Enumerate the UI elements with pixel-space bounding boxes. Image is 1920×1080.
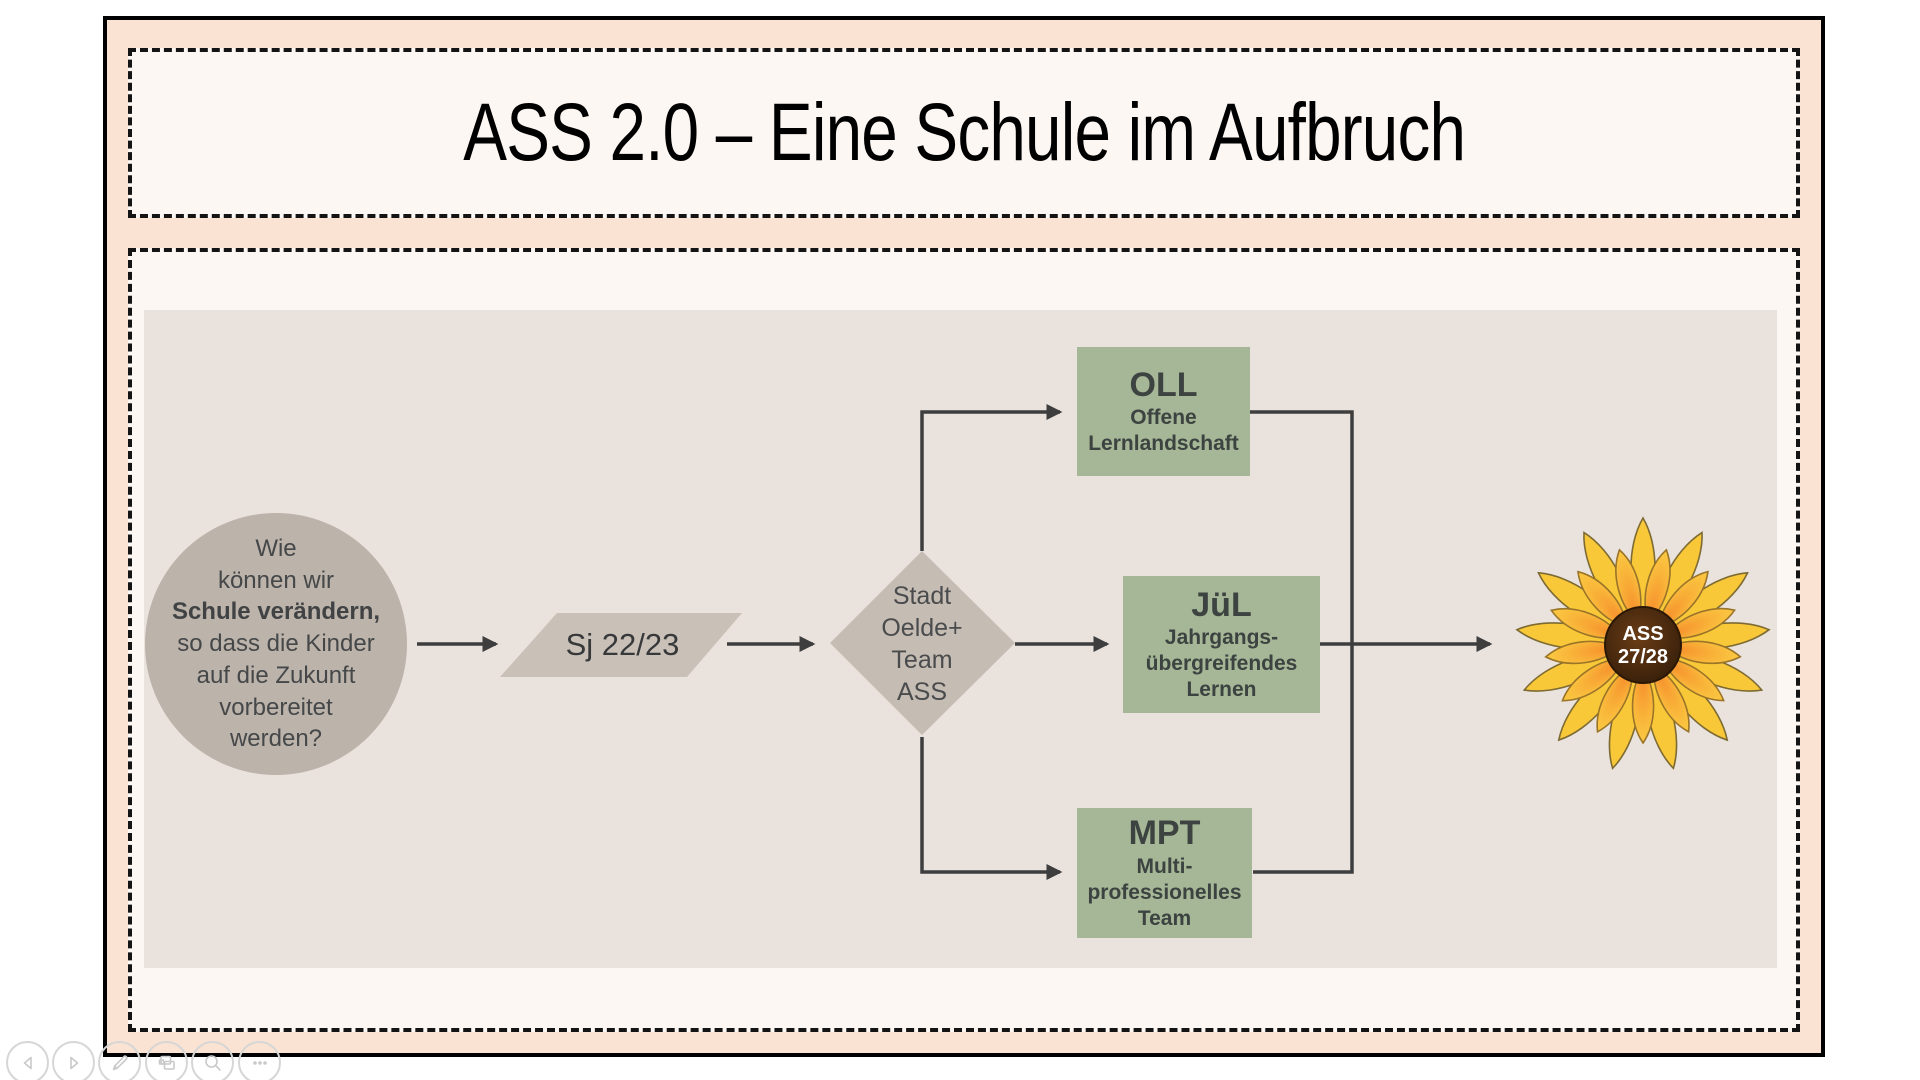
previous-icon xyxy=(23,1056,32,1069)
sunflower-petal xyxy=(1615,548,1642,624)
sunflower-petal xyxy=(1561,657,1625,702)
oll-line: Lernlandschaft xyxy=(1088,432,1239,456)
milestone-parallelogram xyxy=(500,613,742,677)
sunflower-petal xyxy=(1664,607,1736,639)
question-line: Wie xyxy=(255,535,297,563)
question-line: vorbereitet xyxy=(219,693,333,721)
decision-line: Stadt xyxy=(892,582,952,610)
more-options-button[interactable] xyxy=(238,1041,281,1080)
milestone-label: Sj 22/23 xyxy=(565,627,680,662)
ellipsis-icon xyxy=(252,1060,267,1065)
mpt-line: professionelles xyxy=(1087,880,1242,904)
connector-decision-to-mpt xyxy=(920,737,1063,881)
sunflower-petal xyxy=(1544,640,1621,665)
sunflower-petal xyxy=(1596,665,1634,734)
jul-box: JüL Jahrgangs- übergreifendes Lernen xyxy=(1123,576,1320,713)
jul-line: Lernen xyxy=(1186,678,1257,702)
mpt-sub: Multi- professionelles Team xyxy=(1077,854,1252,932)
zoom-button[interactable] xyxy=(191,1041,234,1080)
decision-diamond xyxy=(830,551,1015,735)
connector-decision-to-oll xyxy=(920,403,1063,551)
question-text: Wie können wir Schule verändern, so dass… xyxy=(172,533,380,755)
sunflower-goal: ASS 27/28 xyxy=(1515,516,1771,770)
flowchart-connectors xyxy=(417,403,1493,881)
sunflower-petal xyxy=(1652,665,1690,733)
mpt-box: MPT Multi- professionelles Team xyxy=(1077,808,1252,938)
oll-line: Offene xyxy=(1130,406,1197,430)
jul-abbr: JüL xyxy=(1191,585,1252,624)
sunflower-petal xyxy=(1550,608,1622,639)
oll-abbr: OLL xyxy=(1129,365,1198,404)
mpt-abbr: MPT xyxy=(1128,814,1201,853)
question-line: so dass die Kinder xyxy=(177,630,375,658)
next-slide-button[interactable] xyxy=(52,1041,95,1080)
slides-icon xyxy=(158,1055,175,1070)
sunflower-petal xyxy=(1631,667,1655,745)
goal-label-line2: 27/28 xyxy=(1618,646,1668,668)
mpt-line: Multi- xyxy=(1136,854,1193,878)
slide-title: ASS 2.0 – Eine Schule im Aufbruch xyxy=(463,87,1466,178)
sunflower-petal xyxy=(1665,640,1742,665)
pen-icon xyxy=(112,1054,128,1070)
question-line-bold: Schule verändern, xyxy=(171,598,381,626)
decision-line: Oelde+ xyxy=(881,614,963,642)
oll-sub: Offene Lernlandschaft xyxy=(1077,405,1250,457)
question-circle: Wie können wir Schule verändern, so dass… xyxy=(145,513,407,775)
oll-box: OLL Offene Lernlandschaft xyxy=(1077,347,1250,476)
next-icon xyxy=(69,1056,78,1069)
jul-line: Jahrgangs- xyxy=(1164,626,1279,649)
title-panel: ASS 2.0 – Eine Schule im Aufbruch xyxy=(128,48,1800,218)
sunflower-petal xyxy=(1577,570,1628,629)
sunflower-center-disc xyxy=(1604,606,1682,684)
decision-line: Team xyxy=(891,646,953,674)
magnifier-icon xyxy=(204,1054,221,1071)
sunflower-petal xyxy=(1661,657,1725,702)
jul-line: übergreifendes xyxy=(1145,652,1298,676)
sunflower-inner-petals xyxy=(1544,548,1742,745)
goal-label-line1: ASS xyxy=(1622,623,1663,645)
question-line: auf die Zukunft xyxy=(196,661,356,689)
connector-oll-mpt-merge xyxy=(1250,410,1354,874)
decision-line: ASS xyxy=(896,678,948,706)
all-slides-button[interactable] xyxy=(145,1041,188,1080)
question-line: werden? xyxy=(229,725,323,753)
sunflower-petal xyxy=(1657,570,1709,629)
sunflower-petal xyxy=(1644,548,1671,624)
jul-sub: Jahrgangs- übergreifendes Lernen xyxy=(1123,625,1320,703)
question-line: können wir xyxy=(217,566,335,594)
decision-label: Stadt Oelde+ Team ASS xyxy=(857,580,987,708)
previous-slide-button[interactable] xyxy=(6,1041,49,1080)
pen-tool-button[interactable] xyxy=(98,1041,141,1080)
mpt-line: Team xyxy=(1137,906,1192,930)
